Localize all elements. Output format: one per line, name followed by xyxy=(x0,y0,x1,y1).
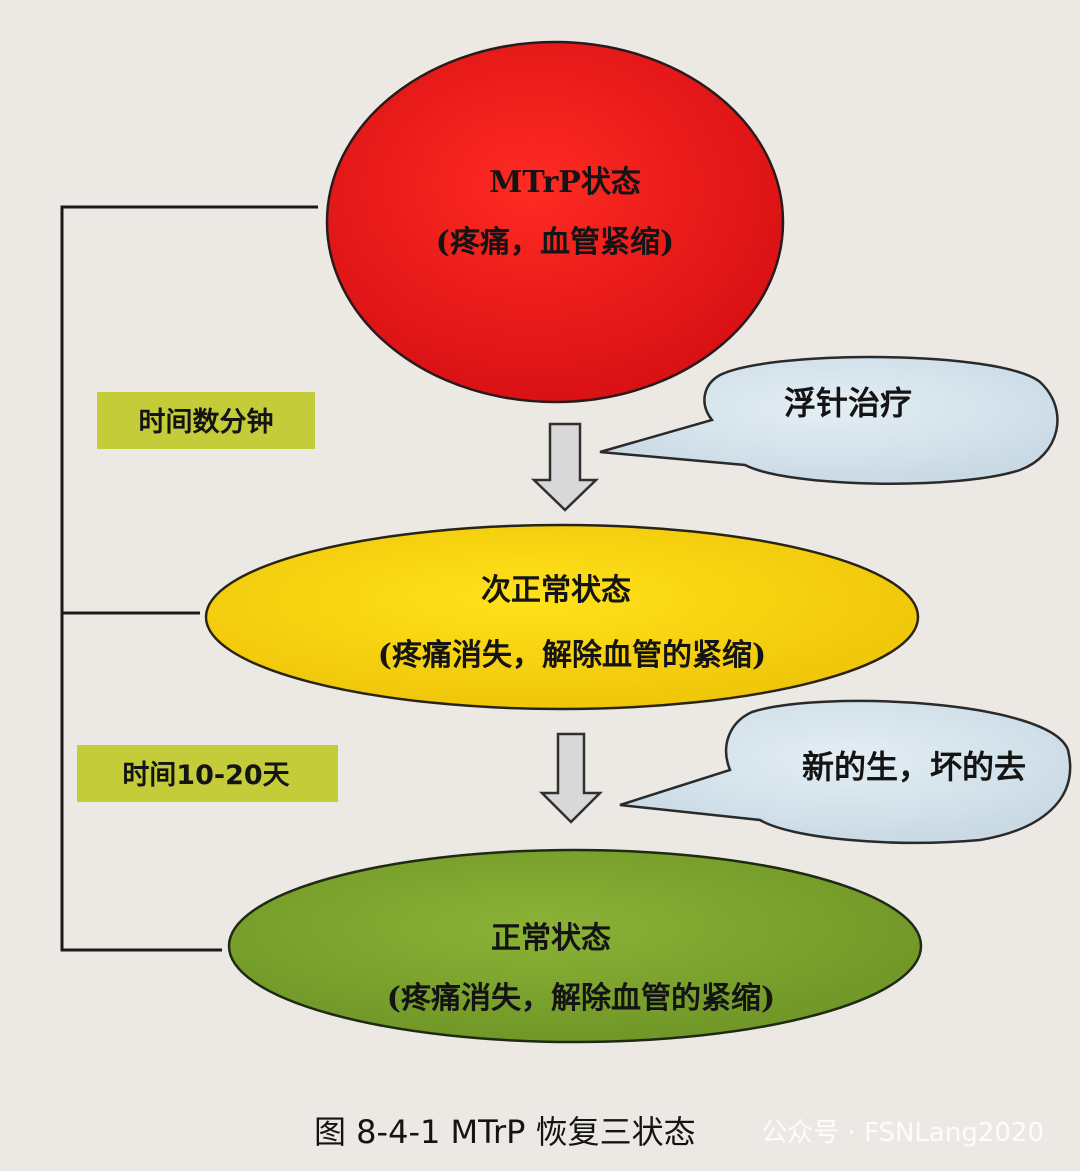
duration-box-1 xyxy=(97,392,315,449)
treatment-callout-bubble xyxy=(599,355,1059,485)
subnormal-state-ellipse xyxy=(204,523,920,711)
renewal-callout-bubble xyxy=(619,699,1072,845)
watermark: 公众号 · FSNLang2020 xyxy=(761,1118,1044,1148)
duration-label-2: 时间10-20天 xyxy=(122,760,289,791)
arrow-down-2 xyxy=(538,732,604,824)
duration-label-1: 时间数分钟 xyxy=(139,407,274,438)
normal-state-ellipse xyxy=(227,848,923,1044)
mtrp-state-detail: (疼痛，血管紧缩) xyxy=(436,225,674,260)
figure-caption: 图 8-4-1 MTrP 恢复三状态 xyxy=(314,1113,696,1151)
renewal-callout-text: 新的生，坏的去 xyxy=(802,748,1026,786)
arrow-down-1 xyxy=(530,422,600,512)
mtrp-state-ellipse xyxy=(325,40,785,404)
mtrp-state-title: MTrP状态 xyxy=(489,165,641,200)
normal-state-detail: (疼痛消失，解除血管的紧缩) xyxy=(387,981,775,1016)
normal-state-title: 正常状态 xyxy=(491,921,611,956)
subnormal-state-detail: (疼痛消失，解除血管的紧缩) xyxy=(378,638,766,673)
time-bracket xyxy=(60,205,318,952)
subnormal-state-title: 次正常状态 xyxy=(481,573,631,608)
treatment-callout-text: 浮针治疗 xyxy=(784,384,912,422)
duration-box-2 xyxy=(77,745,338,802)
